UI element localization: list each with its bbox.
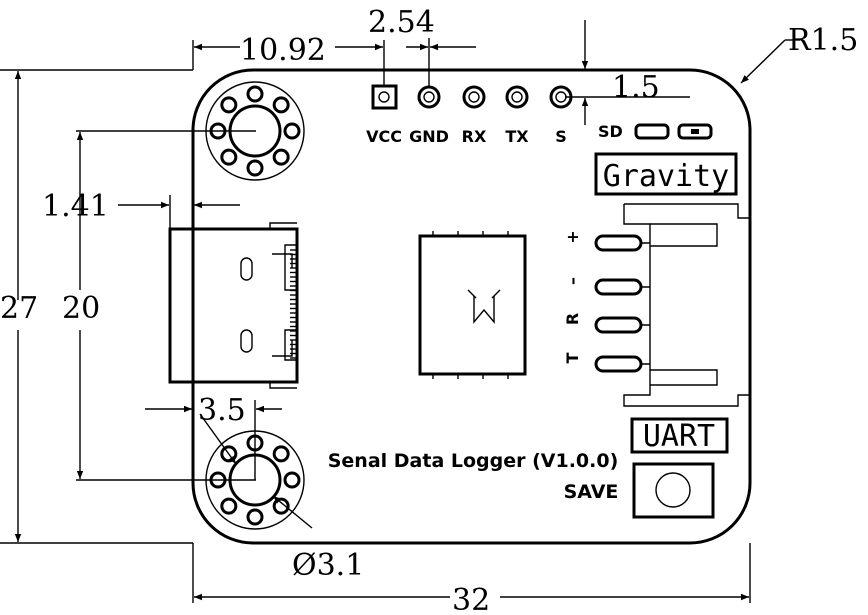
header-pins <box>371 84 573 110</box>
uart-box <box>630 417 729 454</box>
uart-pin-r: R <box>563 313 582 325</box>
uart-label: UART <box>643 419 715 454</box>
hole-pad <box>272 96 290 114</box>
board-title: Senal Data Logger (V1.0.0) <box>328 450 619 472</box>
save-label: SAVE <box>564 481 619 503</box>
usb-connector <box>168 222 299 389</box>
dim-left-offset-value: 10.92 <box>240 33 326 68</box>
brand-label: Gravity <box>603 159 729 194</box>
dim-usb-offset-value: 1.41 <box>42 189 109 224</box>
chip-logo-icon <box>473 296 495 324</box>
dim-width <box>192 543 751 603</box>
led-1 <box>634 123 670 140</box>
dim-usb-offset <box>118 195 240 229</box>
dim-hole-spacing <box>76 130 256 481</box>
dim-edge-offset <box>565 20 690 125</box>
sd-label: SD <box>598 122 623 141</box>
hole-pad <box>220 148 238 166</box>
uart-connector <box>594 203 750 407</box>
uart-pin-minus: – <box>563 277 582 285</box>
save-button-cap <box>655 472 691 508</box>
dim-pin-pitch-value: 2.54 <box>368 5 435 40</box>
uart-pin-plus: + <box>563 230 582 243</box>
usb-contacts <box>290 249 297 359</box>
ic-chip <box>418 231 527 379</box>
dim-hole-to-edge-value: 3.5 <box>198 393 246 428</box>
save-button <box>632 462 715 519</box>
pin-label-s: S <box>555 127 567 146</box>
dim-height-value: 27 <box>0 291 38 326</box>
dim-pin-pitch <box>406 38 476 86</box>
hole-pad <box>246 159 264 177</box>
hole-pad <box>272 445 290 463</box>
hole-pad <box>220 497 238 515</box>
hole-pad <box>283 122 301 140</box>
hole-pad <box>283 471 301 489</box>
pin-label-vcc: VCC <box>366 127 402 146</box>
hole-pad <box>220 96 238 114</box>
pin-label-gnd: GND <box>409 127 449 146</box>
led-2 <box>677 123 713 140</box>
board-outline <box>191 68 752 545</box>
usb-slot-1 <box>240 257 253 281</box>
dim-height <box>0 69 193 544</box>
led-2-chip <box>691 129 699 134</box>
dim-width-value: 32 <box>452 583 490 615</box>
dim-hole-spacing-value: 20 <box>62 291 100 326</box>
hole-pad <box>246 85 264 103</box>
dim-hole-diameter-value: Ø3.1 <box>292 548 364 583</box>
dim-left-offset <box>192 40 385 86</box>
dim-corner-radius <box>740 39 800 84</box>
pin-label-tx: TX <box>505 127 529 146</box>
pin-label-rx: RX <box>462 127 487 146</box>
hole-pad <box>246 508 264 526</box>
dim-corner-radius-value: R1.5 <box>788 23 858 58</box>
dim-hole-to-edge <box>145 400 282 480</box>
hole-pad <box>272 148 290 166</box>
dim-hole-diameter <box>199 413 313 529</box>
brand-box <box>594 152 738 196</box>
usb-slot-2 <box>240 329 253 353</box>
uart-pin-t: T <box>563 352 582 363</box>
dim-edge-offset-value: 1.5 <box>612 70 660 105</box>
